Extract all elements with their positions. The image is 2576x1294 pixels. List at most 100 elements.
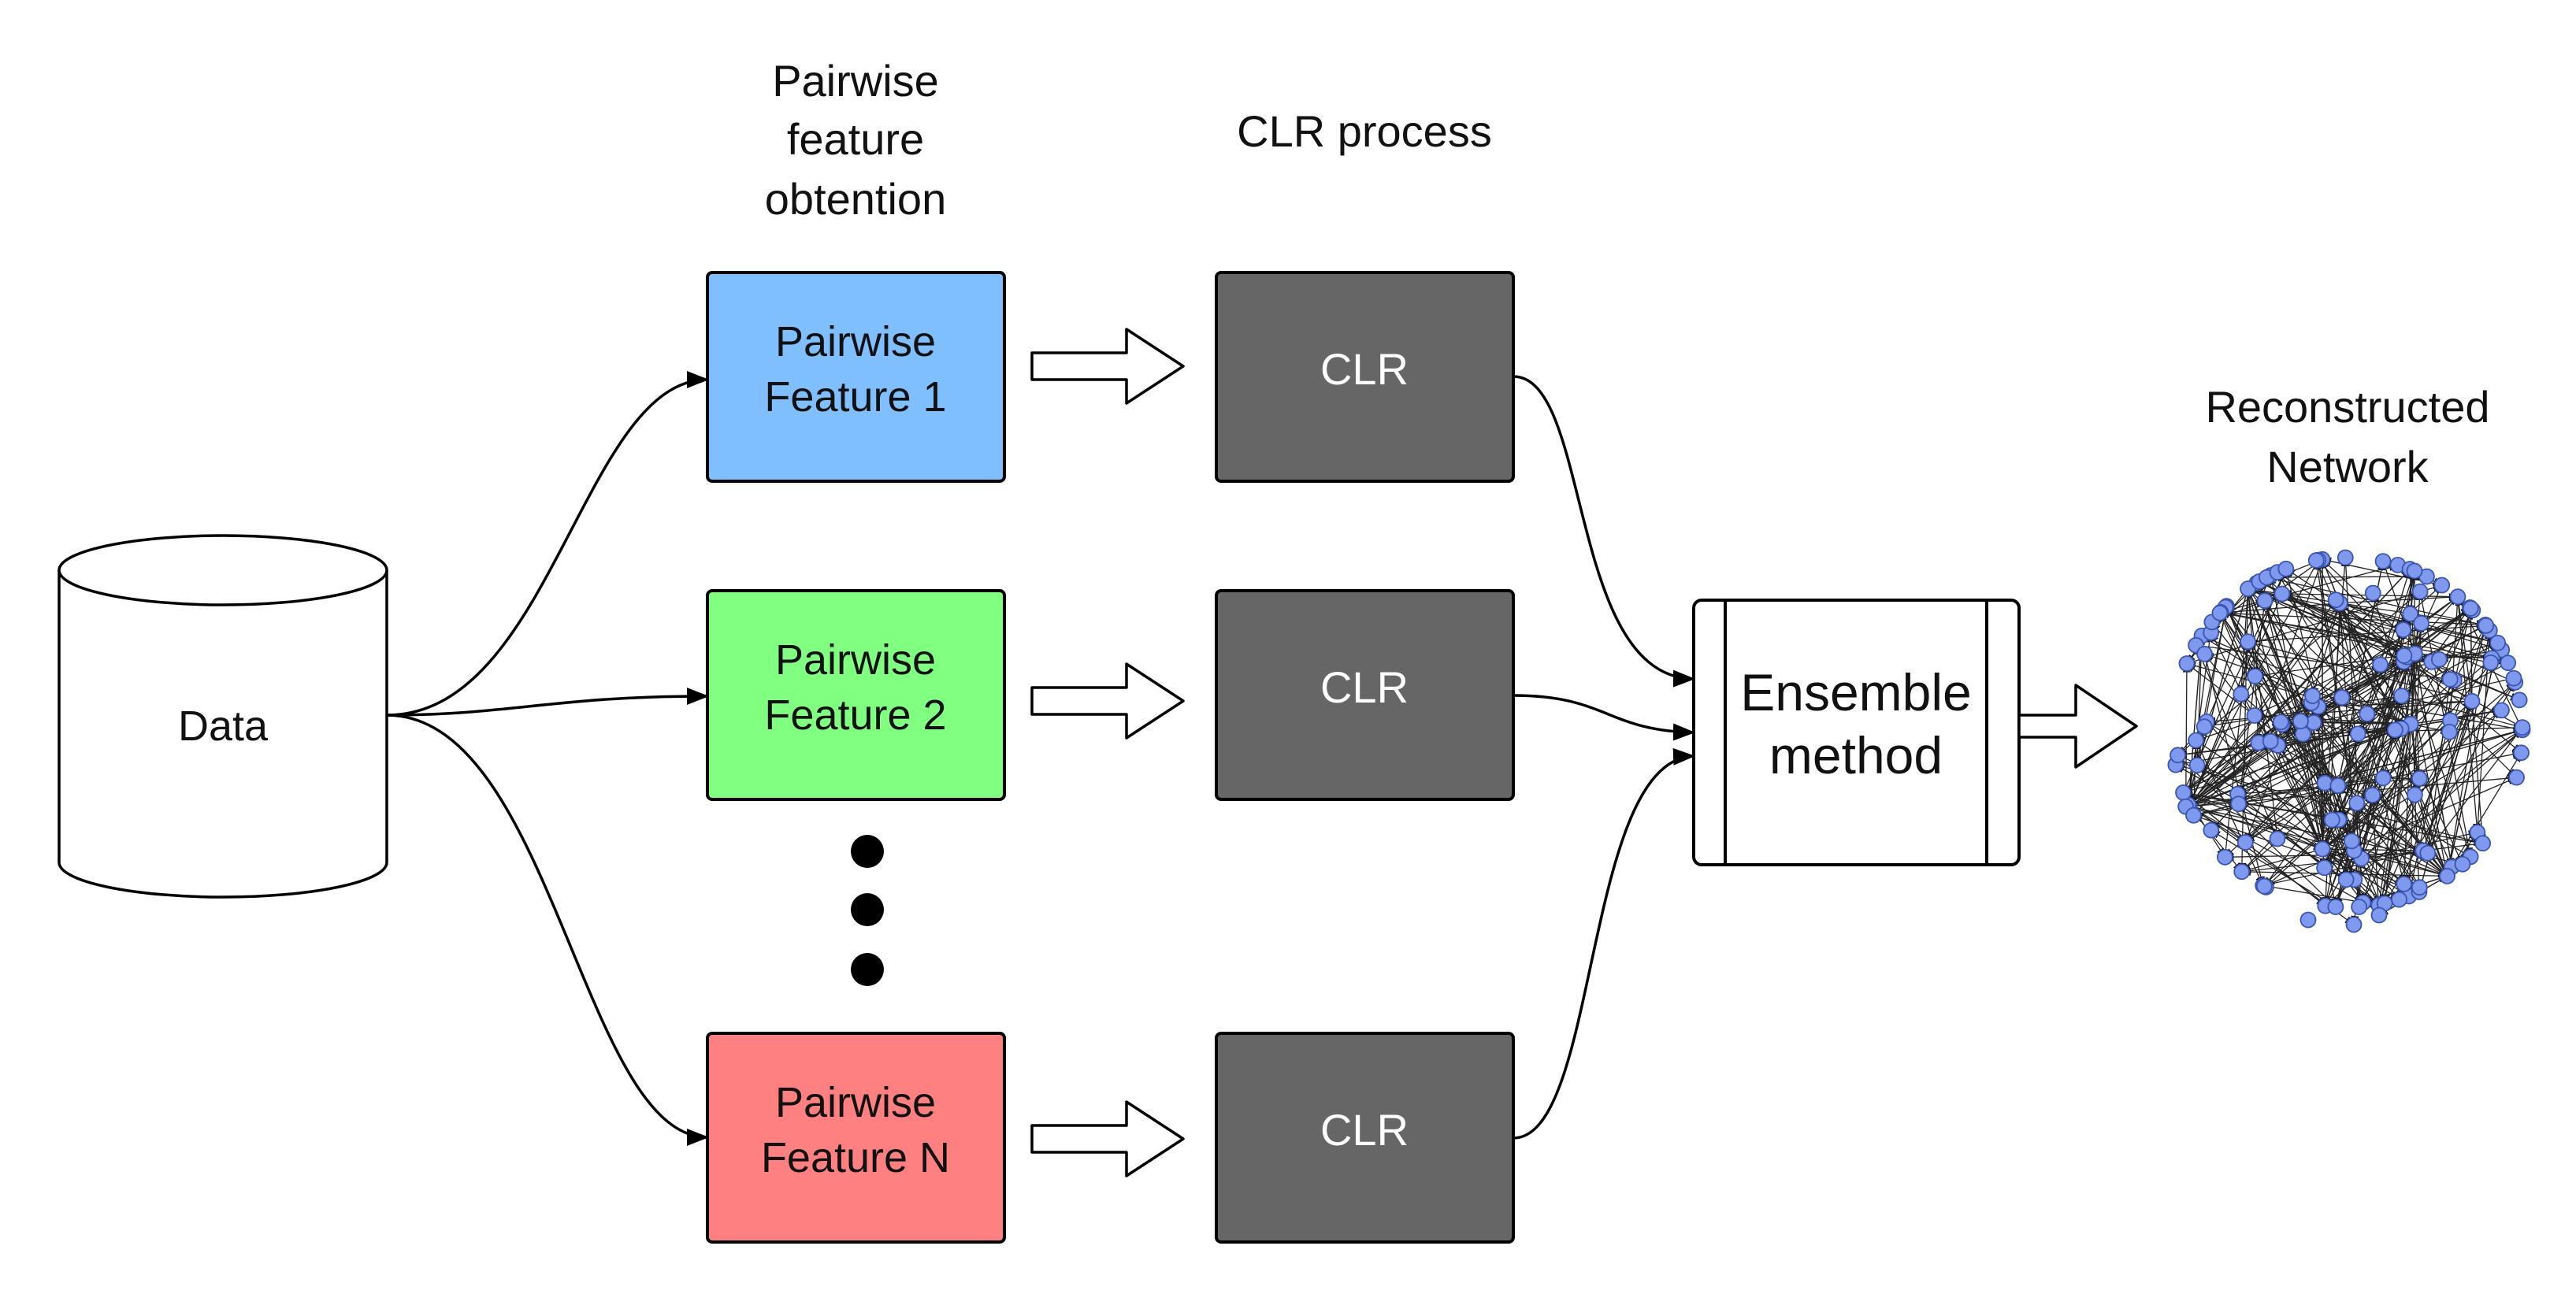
- network-edge: [2285, 568, 2415, 654]
- header-reconstructed-line1: Reconstructed: [2205, 382, 2489, 432]
- network-edge: [2381, 560, 2415, 654]
- graph-node-icon: [2337, 549, 2354, 566]
- network-edge: [2345, 681, 2516, 881]
- network-edge: [2225, 606, 2448, 877]
- graph-node-icon: [2364, 787, 2381, 803]
- graph-node-icon: [2505, 669, 2522, 687]
- graph-node-icon: [2304, 688, 2321, 704]
- graph-node-icon: [2463, 692, 2481, 710]
- network-edge: [2322, 728, 2402, 850]
- network-edge: [2414, 606, 2471, 654]
- network-edge: [2284, 568, 2339, 786]
- network-edge: [2174, 764, 2323, 850]
- graph-node-icon: [2233, 863, 2251, 881]
- network-edge: [2381, 653, 2415, 779]
- graph-node-icon: [2419, 844, 2437, 862]
- graph-node-icon: [2240, 633, 2256, 651]
- graph-node-icon: [2188, 732, 2205, 749]
- network-edge: [2248, 622, 2487, 643]
- network-edge: [2219, 612, 2323, 850]
- connector-clr-2-to-ensemble: [1513, 694, 1695, 741]
- network-edge: [2439, 641, 2499, 660]
- ensemble-line2: method: [1769, 726, 1943, 784]
- network-edge: [2244, 733, 2359, 844]
- header-pairwise-line2: feature: [787, 114, 924, 164]
- feature-n-line2: Feature N: [761, 1134, 950, 1181]
- block-arrow-1: [1030, 328, 1185, 405]
- graph-node-icon: [2449, 588, 2467, 606]
- network-edge: [2203, 654, 2265, 887]
- feature-box-1: Pairwise Feature 1: [706, 271, 1006, 483]
- graph-node-icon: [2478, 617, 2495, 634]
- feature-2-line2: Feature 2: [764, 691, 946, 739]
- network-edge: [2322, 848, 2400, 900]
- feature-box-n: Pairwise Feature N: [706, 1032, 1006, 1244]
- block-arrow-2: [1030, 662, 1185, 740]
- graph-node-icon: [2370, 907, 2388, 924]
- clr-n-label: CLR: [1320, 1105, 1409, 1155]
- network-edge: [2188, 804, 2324, 851]
- network-edge: [2409, 614, 2419, 796]
- graph-node-icon: [2511, 691, 2528, 709]
- feature-box-1-bg: [706, 271, 1006, 483]
- graph-node-icon: [2196, 718, 2213, 736]
- network-edge: [2188, 606, 2471, 806]
- graph-node-icon: [2433, 577, 2451, 594]
- ellipsis-dot: [851, 893, 884, 926]
- ellipsis-dots: [851, 835, 884, 986]
- network-edge: [2184, 723, 2411, 808]
- graph-node-icon: [2391, 891, 2407, 908]
- graph-node-icon: [2372, 656, 2389, 673]
- graph-node-icon: [2351, 899, 2368, 915]
- graph-node-icon: [2406, 562, 2423, 580]
- network-edge: [2182, 723, 2411, 795]
- network-edge: [2224, 640, 2251, 858]
- graph-node-icon: [2203, 821, 2220, 839]
- graph-node-icon: [2514, 719, 2531, 736]
- graph-node-icon: [2314, 840, 2331, 858]
- header-reconstructed-line2: Network: [2266, 442, 2429, 491]
- graph-node-icon: [2374, 769, 2392, 787]
- graph-node-icon: [2175, 784, 2192, 801]
- graph-node-icon: [2247, 668, 2263, 685]
- graph-node-icon: [2329, 777, 2347, 794]
- graph-node-icon: [2393, 688, 2410, 704]
- network-edge: [2183, 792, 2340, 822]
- network-edge: [2414, 653, 2455, 868]
- ensemble-box: Ensemble method: [1692, 599, 2021, 866]
- network-edge: [2196, 740, 2264, 887]
- data-cylinder: Data: [58, 534, 388, 899]
- graph-node-icon: [2262, 732, 2279, 750]
- connector-clr-1-to-ensemble: [1513, 375, 1695, 688]
- network-edge: [2325, 622, 2422, 907]
- network-edge: [2237, 662, 2508, 805]
- network-edge: [2188, 775, 2385, 806]
- network-edge: [2337, 729, 2523, 787]
- graph-node-icon: [2349, 725, 2366, 743]
- network-edge: [2264, 777, 2518, 887]
- network-edge: [2402, 720, 2452, 885]
- graph-node-icon: [2411, 583, 2429, 600]
- graph-node-icon: [2327, 899, 2344, 915]
- graph-node-icon: [2323, 811, 2340, 829]
- graph-node-icon: [2396, 647, 2413, 664]
- network-edge: [2188, 607, 2472, 807]
- graph-node-icon: [2337, 871, 2355, 888]
- network-edge: [2196, 765, 2410, 897]
- network-edge: [2409, 569, 2423, 780]
- network-edge: [2219, 612, 2487, 628]
- clr-box-1: CLR: [1215, 271, 1515, 483]
- network-edge: [2446, 629, 2492, 877]
- reconstructed-network: [2167, 549, 2531, 933]
- feature-n-line1: Pairwise: [775, 1079, 936, 1126]
- graph-node-icon: [2230, 795, 2248, 813]
- network-edge: [2220, 563, 2399, 613]
- network-edge: [2186, 584, 2443, 665]
- graph-node-icon: [2216, 848, 2233, 866]
- graph-node-icon: [2396, 875, 2413, 892]
- network-edge: [2182, 662, 2191, 807]
- network-edge: [2340, 593, 2459, 604]
- graph-node-icon: [2364, 584, 2381, 602]
- header-clr-process: CLR process: [1237, 106, 1492, 156]
- graph-node-icon: [2273, 585, 2291, 603]
